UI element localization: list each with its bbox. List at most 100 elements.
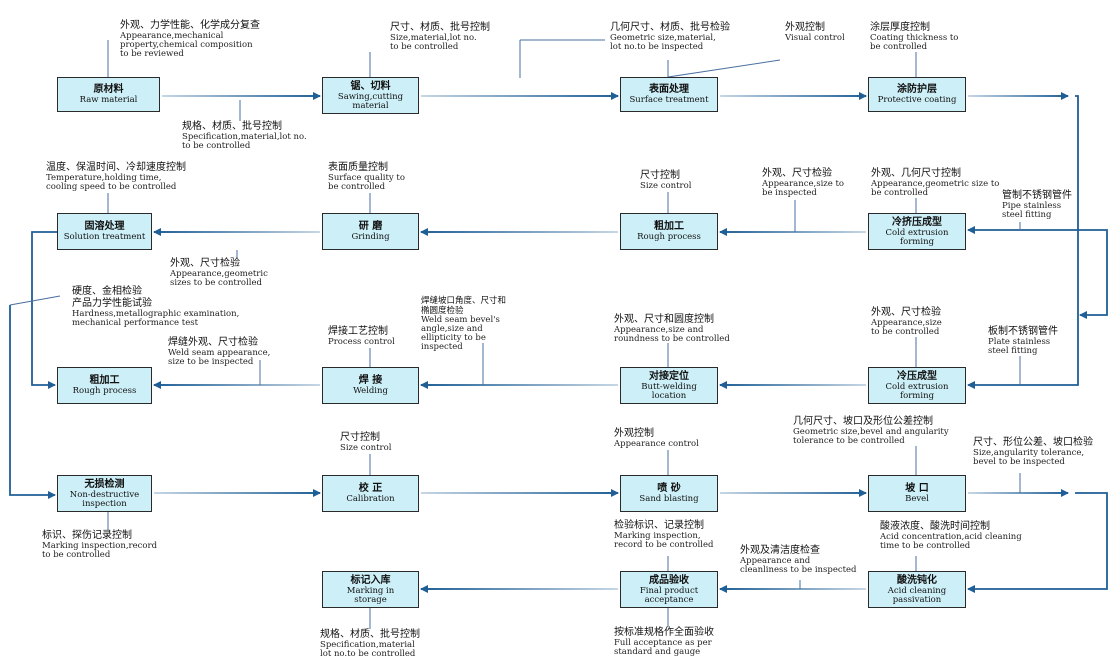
note-en: Appearance,geometric sizes to be control… xyxy=(170,269,268,288)
box-sand-blasting: 喷 砂 Sand blasting xyxy=(620,475,718,512)
arrow-final-to-marking-line xyxy=(421,588,618,590)
arrow-to-cold-extrusion-1 xyxy=(967,95,1079,234)
note-en: Appearance control xyxy=(614,439,699,449)
note-zh: 尺寸控制 xyxy=(340,432,380,443)
arrow-ndi-to-calibration-line xyxy=(154,492,320,494)
note-en: Size,material,lot no. to be controlled xyxy=(390,33,477,52)
box-solution-treatment: 固溶处理 Solution treatment xyxy=(57,213,152,250)
box-en: Acid cleaning passivation xyxy=(887,585,947,605)
box-zh: 酸洗钝化 xyxy=(897,574,937,586)
note-en: Coating thickness to be controlled xyxy=(870,33,959,52)
box-grinding: 研 磨 Grinding xyxy=(322,213,419,250)
note-zh: 几何尺寸、材质、批号检验 xyxy=(610,22,730,33)
note-zh: 外观控制 xyxy=(614,428,654,439)
note-en: Appearance,mechanical property,chemical … xyxy=(120,31,253,59)
arrow-to-cold-extrusion-2 xyxy=(967,230,1079,389)
leader-geo xyxy=(519,39,605,78)
box-zh: 无损检测 xyxy=(84,478,125,490)
arrow-welding-to-rough2-line xyxy=(154,384,320,386)
note-process-control: 焊接工艺控制 Process control xyxy=(328,326,395,347)
box-zh: 锯、切料 xyxy=(350,80,391,92)
note-coating: 涂层厚度控制 Coating thickness to be controlle… xyxy=(870,22,958,52)
note-zh: 规格、材质、批号控制 xyxy=(182,121,282,132)
note-zh: 外观、尺寸检验 xyxy=(871,307,941,318)
leader-hardness xyxy=(9,295,61,306)
note-en: Geometric size,material, lot no.to be in… xyxy=(610,33,716,52)
note-weld-seam: 焊缝外观、尺寸检验 Weld seam appearance, size to … xyxy=(168,337,270,367)
note-en: Specification,material,lot no. to be con… xyxy=(182,132,307,151)
box-calibration: 校 正 Calibration xyxy=(322,475,419,512)
box-zh: 粗加工 xyxy=(89,375,120,386)
note-en: Specification,material lot no.to be cont… xyxy=(320,640,416,659)
box-en: Marking in storage xyxy=(346,585,395,605)
arrow-sawing-to-surface-line xyxy=(421,95,618,97)
note-zh: 涂层厚度控制 xyxy=(870,22,930,33)
note-zh: 检验标识、记录控制 xyxy=(614,520,704,531)
note-zh: 外观、尺寸检验 xyxy=(762,168,832,179)
note-acid-concentration: 酸液浓度、酸洗时间控制 Acid concentration,acid clea… xyxy=(880,521,1022,551)
note-en: Geometric size,bevel and angularity tole… xyxy=(793,427,949,446)
arrow-grinding-to-solution-line xyxy=(154,231,320,233)
box-non-destructive-inspection: 无损检测 Non-destructive inspection xyxy=(57,475,152,512)
note-en: Visual control xyxy=(785,33,845,43)
note-marking-record: 标识、探伤记录控制 Marking inspection,record to b… xyxy=(42,530,157,560)
note-zh: 尺寸控制 xyxy=(640,170,680,181)
note-en: Size control xyxy=(340,443,392,453)
arrow-surface-to-coating-line xyxy=(720,95,866,97)
arrow-coating-right-line xyxy=(968,95,1068,97)
box-cold-extrusion-1: 冷挤压成型 Cold extrusion forming xyxy=(868,213,966,250)
note-zh: 尺寸、形位公差、坡口检验 xyxy=(973,437,1093,448)
note-appearance-geo: 外观、几何尺寸控制 Appearance,geometric size to b… xyxy=(871,168,999,198)
box-en: Solution treatment xyxy=(63,232,146,242)
note-en: Weld seam bevel's angle,size and ellipti… xyxy=(421,315,500,352)
note-en: Plate stainless steel fitting xyxy=(988,337,1051,356)
box-en: Sawing,cutting material xyxy=(337,91,404,111)
note-zh: 表面质量控制 xyxy=(328,162,388,173)
box-zh: 研 磨 xyxy=(358,221,383,232)
note-spec-material: 规格、材质、批号控制 Specification,material lot no… xyxy=(320,629,420,659)
box-marking-storage: 标记入库 Marking in storage xyxy=(322,571,419,608)
note-surface-quality: 表面质量控制 Surface quality to be controlled xyxy=(328,162,405,192)
box-en: Butt-welding location xyxy=(641,381,697,401)
box-raw-material: 原材料 Raw material xyxy=(57,77,160,112)
note-plate-fitting: 板制不锈钢管件 Plate stainless steel fitting xyxy=(988,326,1058,356)
note-size-control-2: 尺寸控制 Size control xyxy=(340,432,391,453)
box-en: Surface treatment xyxy=(629,95,709,105)
box-surface-treatment: 表面处理 Surface treatment xyxy=(620,77,718,112)
note-zh: 外观、几何尺寸控制 xyxy=(871,168,961,179)
note-cleanliness: 外观及清洁度检查 Appearance and cleanliness to b… xyxy=(740,545,857,575)
arrow-solution-to-rough2 xyxy=(31,231,57,389)
note-appearance-size-1: 外观、尺寸检验 Appearance,size to be inspected xyxy=(762,168,844,198)
box-zh: 焊 接 xyxy=(358,375,383,386)
box-zh: 固溶处理 xyxy=(84,221,125,232)
note-zh: 板制不锈钢管件 xyxy=(988,326,1058,337)
arrow-bevel-right-line xyxy=(968,492,1068,494)
box-zh: 冷挤压成型 xyxy=(892,216,942,228)
box-en: Protective coating xyxy=(877,95,957,105)
note-full-acceptance: 按标准规格作全面验收 Full acceptance as per standa… xyxy=(614,627,714,657)
note-en: Weld seam appearance, size to be inspect… xyxy=(168,348,271,367)
note-en: Temperature,holding time, cooling speed … xyxy=(46,173,177,192)
arrow-cold-to-rough-line xyxy=(720,231,866,233)
box-en: Bevel xyxy=(905,494,929,504)
note-saw-size: 尺寸、材质、批号控制 Size,material,lot no. to be c… xyxy=(390,22,490,52)
box-zh: 涂防护层 xyxy=(897,84,937,95)
note-inspection-marking: 检验标识、记录控制 Marking inspection, record to … xyxy=(614,520,713,550)
arrow-rough-to-grinding-line xyxy=(421,231,618,233)
note-zh: 焊缝外观、尺寸检验 xyxy=(168,337,258,348)
note-zh: 几何尺寸、坡口及形位公差控制 xyxy=(793,416,933,427)
box-zh: 表面处理 xyxy=(649,84,689,95)
arrow-right-branch xyxy=(1078,229,1108,319)
box-en: Cold extrusion forming xyxy=(885,227,949,247)
note-zh: 标识、探伤记录控制 xyxy=(42,530,132,541)
note-size-tolerance: 尺寸、形位公差、坡口检验 Size,angularity tolerance, … xyxy=(973,437,1093,467)
box-zh: 坡 口 xyxy=(905,483,929,494)
note-en: Appearance and cleanliness to be inspect… xyxy=(740,556,857,575)
note-bevel-angle: 焊缝坡口角度、尺寸和 椭圆度检验 Weld seam bevel's angle… xyxy=(421,296,506,352)
note-en: Hardness,metallographic examination, mec… xyxy=(72,309,240,328)
arrow-acid-to-final-line xyxy=(720,588,866,590)
box-cold-extrusion-2: 冷压成型 Cold extrusion forming xyxy=(868,367,966,404)
box-zh: 对接定位 xyxy=(649,370,689,382)
box-en: Rough process xyxy=(637,232,701,242)
